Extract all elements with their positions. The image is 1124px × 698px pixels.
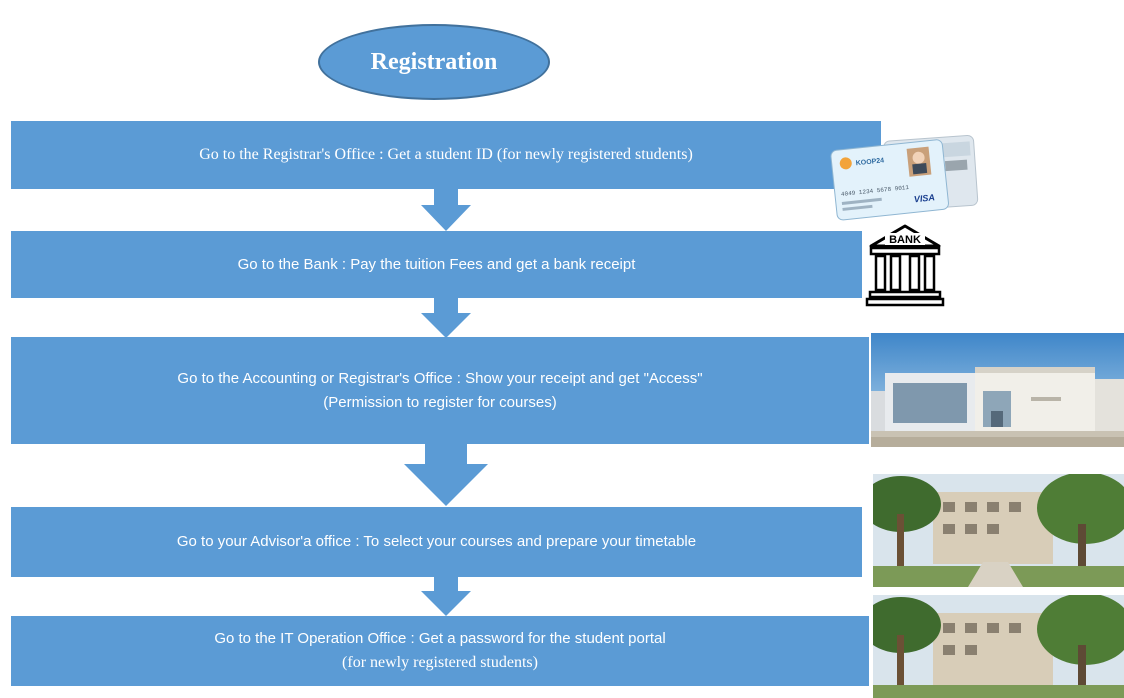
down-arrow-4: [421, 577, 471, 616]
registration-title-node: Registration: [318, 24, 550, 100]
step-2-text: Go to the Bank : Pay the tuition Fees an…: [237, 255, 636, 273]
registration-title: Registration: [370, 48, 498, 75]
accounting-office-photo: [871, 333, 1124, 447]
step-3-text-line2: (Permission to register for courses): [323, 393, 557, 411]
step-registrar-office: Go to the Registrar's Office : Get a stu…: [11, 121, 881, 189]
card-brand: KOOP24: [856, 157, 885, 167]
step-accounting-office: Go to the Accounting or Registrar's Offi…: [11, 337, 869, 444]
step-5-text-line2: (for newly registered students): [342, 654, 538, 671]
step-it-operation-office: Go to the IT Operation Office : Get a pa…: [11, 616, 869, 686]
campus-courtyard-photo-2: [873, 595, 1124, 698]
down-arrow-1: [421, 189, 471, 231]
step-4-text: Go to your Advisor'a office : To select …: [176, 533, 697, 550]
bank-sign-text: BANK: [889, 234, 921, 246]
step-1-text: Go to the Registrar's Office : Get a stu…: [199, 146, 693, 163]
step-advisor-office: Go to your Advisor'a office : To select …: [11, 507, 862, 577]
bank-building-icon: BANK: [865, 224, 945, 307]
step-5-text-line1: Go to the IT Operation Office : Get a pa…: [214, 630, 666, 647]
down-arrow-3: [404, 444, 488, 506]
campus-courtyard-photo: [873, 474, 1124, 587]
down-arrow-2: [421, 298, 471, 338]
student-id-card-image: KOOP24 4049 1234 5678 9011 VISA: [830, 134, 979, 221]
step-bank: Go to the Bank : Pay the tuition Fees an…: [11, 231, 862, 298]
card-network: VISA: [913, 192, 935, 204]
step-3-text-line1: Go to the Accounting or Registrar's Offi…: [177, 369, 703, 387]
